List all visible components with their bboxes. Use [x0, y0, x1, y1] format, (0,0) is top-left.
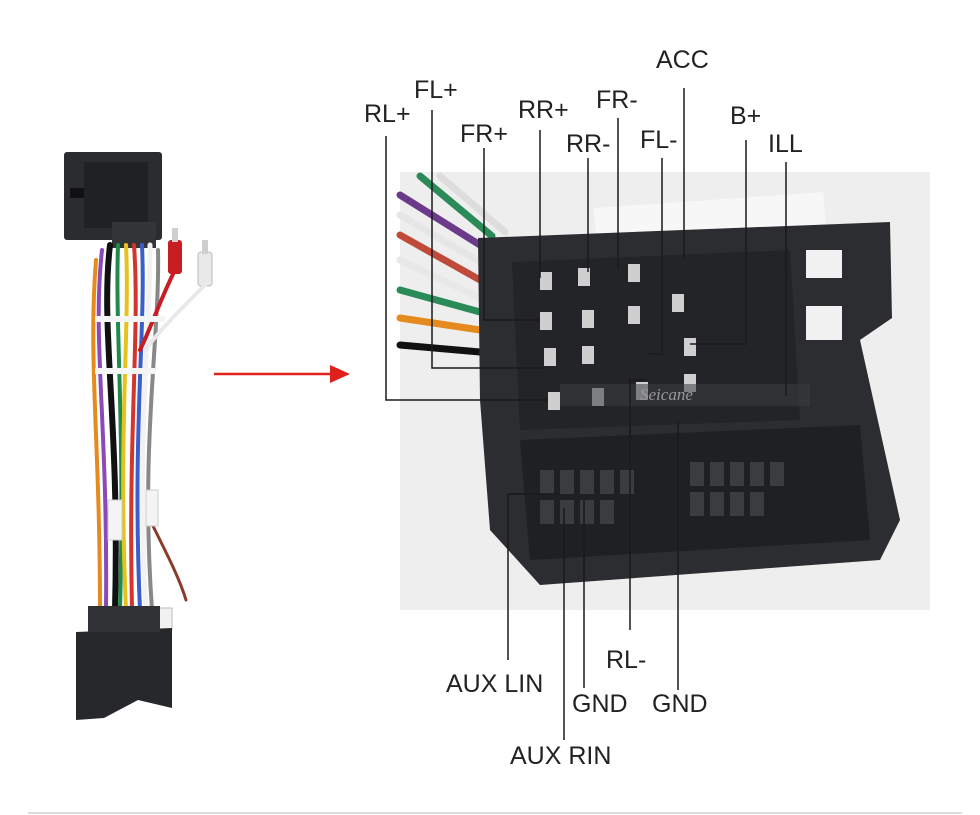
label-gnd-left: GND: [572, 690, 628, 718]
label-fl-minus: FL-: [640, 126, 678, 154]
label-aux-lin: AUX LIN: [446, 670, 543, 698]
leader-lines: [385, 88, 787, 740]
label-ill: ILL: [768, 130, 803, 158]
connector-photo: [396, 172, 930, 610]
watermark: Seicane: [640, 385, 693, 404]
label-fr-plus: FR+: [460, 120, 508, 148]
label-aux-rin: AUX RIN: [510, 742, 611, 770]
label-fr-minus: FR-: [596, 86, 638, 114]
label-rl-plus: RL+: [364, 100, 411, 128]
label-fl-plus: FL+: [414, 76, 458, 104]
label-rr-minus: RR-: [566, 130, 610, 158]
label-b-plus: B+: [730, 102, 761, 130]
label-acc: ACC: [656, 46, 709, 74]
arrow-right-icon: [214, 365, 350, 383]
label-rr-plus: RR+: [518, 96, 569, 124]
label-gnd-right: GND: [652, 690, 708, 718]
footer-divider: [28, 812, 962, 814]
label-rl-minus: RL-: [606, 646, 646, 674]
harness-photo: [64, 152, 213, 720]
